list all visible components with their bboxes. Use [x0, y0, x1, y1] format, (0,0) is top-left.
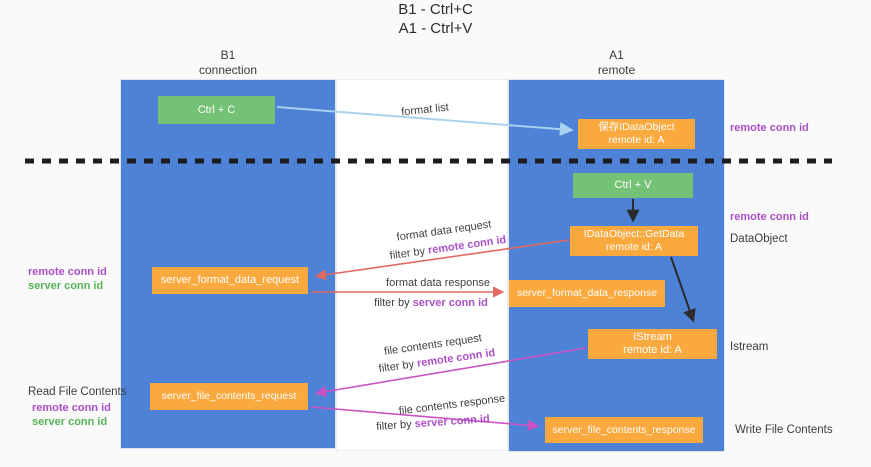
dataobject-label: DataObject [730, 233, 788, 245]
istream-side-label: Istream [730, 341, 769, 353]
server-conn-id-keyword: server conn id [412, 297, 488, 309]
save-idataobject-line1: 保存IDataObject [598, 121, 675, 133]
ctrl-c-label: Ctrl + C [197, 103, 236, 116]
server-format-data-response-label: server_format_data_response [516, 287, 658, 299]
istream-line2: remote id: A [623, 344, 682, 356]
format-response-filter-label: filter by server conn id [374, 297, 488, 309]
ctrl-c-box: Ctrl + C [158, 96, 275, 124]
server-conn-id-label-file: server conn id [32, 416, 108, 428]
format-data-response-label: format data response [386, 277, 490, 289]
istream-box: IStream remote id: A [588, 329, 717, 359]
diagram-title-line2: A1 - Ctrl+V [398, 20, 473, 37]
idataobject-getdata-box: IDataObject::GetData remote id: A [570, 226, 698, 256]
diagram-title-line1: B1 - Ctrl+C [398, 1, 473, 18]
column-b1-role: connection [198, 63, 258, 77]
server-file-contents-request-label: server_file_contents_request [161, 390, 297, 402]
write-file-contents-label: Write File Contents [735, 424, 833, 436]
server-format-data-response-box: server_format_data_response [509, 280, 665, 307]
column-a1-name: A1 [609, 48, 624, 62]
server-format-data-request-label: server_format_data_request [160, 274, 300, 286]
server-conn-id-label-format: server conn id [28, 280, 104, 292]
file-conn-id-labels: remote conn id server conn id [32, 401, 111, 429]
getdata-line2: remote id: A [605, 241, 663, 253]
remote-conn-id-label-file: remote conn id [32, 402, 111, 414]
remote-conn-id-label-paste: remote conn id [730, 211, 809, 223]
server-file-contents-response-label: server_file_contents_response [552, 423, 696, 436]
diagram-title: B1 - Ctrl+C A1 - Ctrl+V [0, 0, 871, 38]
server-file-contents-response-box: server_file_contents_response [545, 417, 703, 443]
save-idataobject-box: 保存IDataObject remote id: A [578, 119, 695, 149]
remote-conn-id-label-clipboard: remote conn id [730, 122, 809, 134]
server-format-data-request-box: server_format_data_request [152, 267, 308, 294]
istream-line1: IStream [633, 331, 672, 343]
remote-conn-id-label-format: remote conn id [28, 266, 107, 278]
filter-prefix: filter by [374, 297, 413, 309]
server-file-contents-request-box: server_file_contents_request [150, 383, 308, 410]
column-b1-name: B1 [220, 48, 236, 62]
format-conn-id-labels: remote conn id server conn id [28, 265, 107, 293]
column-header-b1: B1 connection [120, 48, 336, 78]
getdata-line1: IDataObject::GetData [583, 228, 685, 240]
ctrl-v-label: Ctrl + V [614, 179, 652, 191]
ctrl-v-box: Ctrl + V [573, 173, 693, 198]
column-a1-role: remote [597, 63, 636, 77]
read-file-contents-label: Read File Contents [28, 386, 127, 398]
save-idataobject-line2: remote id: A [608, 134, 665, 146]
column-header-a1: A1 remote [508, 48, 725, 78]
